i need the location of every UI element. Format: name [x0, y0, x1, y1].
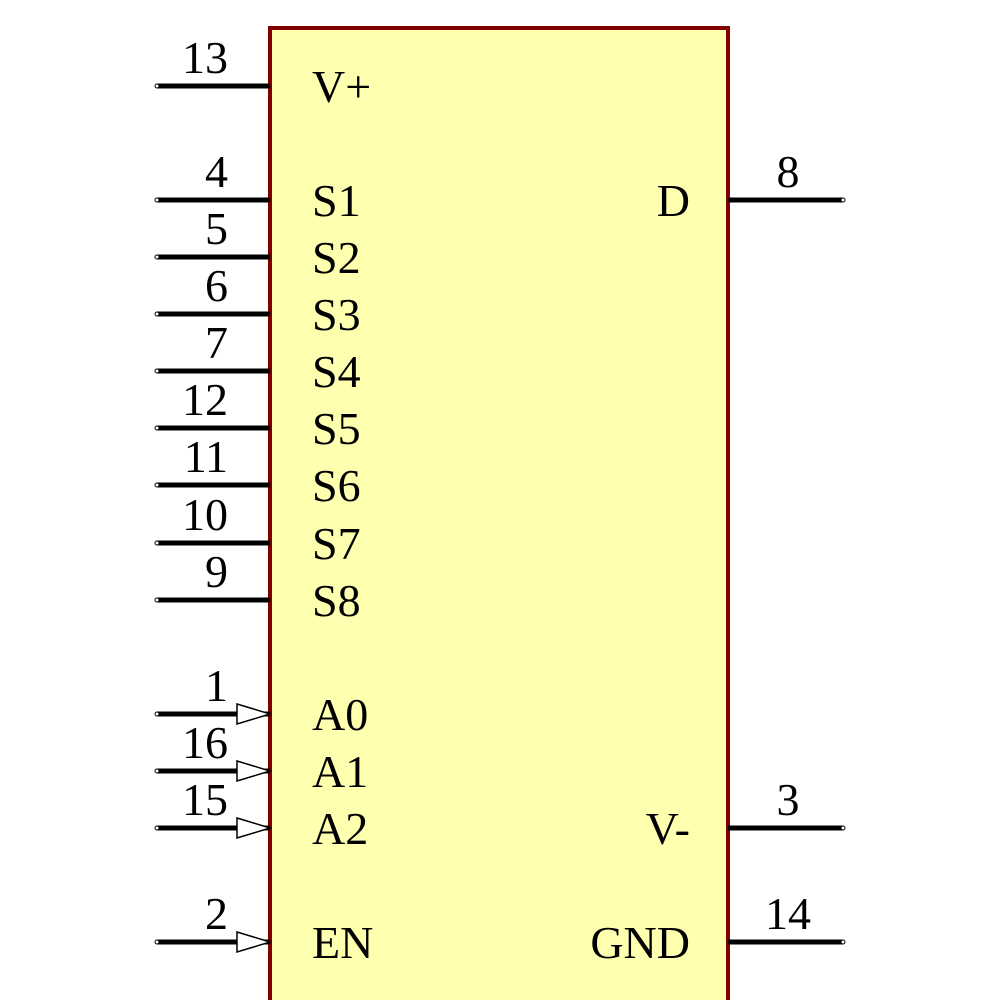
pin-name-s1: S1 — [312, 175, 361, 226]
pin-end-dot — [154, 482, 160, 488]
pin-number: 10 — [182, 489, 228, 540]
pin-name-s8: S8 — [312, 575, 361, 626]
pin-end-dot — [154, 939, 160, 945]
pin-number: 12 — [182, 374, 228, 425]
pin-number: 13 — [182, 32, 228, 83]
pin-name-v: V+ — [312, 61, 371, 112]
pin-number: 1 — [205, 660, 228, 711]
pin-name-s6: S6 — [312, 460, 361, 511]
pin-number: 11 — [184, 431, 228, 482]
pin-name-a0: A0 — [312, 689, 368, 740]
pin-name-s5: S5 — [312, 403, 361, 454]
pin-number: 7 — [205, 317, 228, 368]
pin-end-dot — [154, 368, 160, 374]
pin-number: 9 — [205, 546, 228, 597]
pin-name-s4: S4 — [312, 346, 361, 397]
pin-name-en: EN — [312, 917, 373, 968]
pin-end-dot — [154, 254, 160, 260]
pin-end-dot — [840, 825, 846, 831]
pin-name-d: D — [657, 175, 690, 226]
pin-number: 14 — [765, 888, 811, 939]
pin-number: 8 — [777, 146, 800, 197]
pin-end-dot — [154, 83, 160, 89]
pin-number: 3 — [777, 774, 800, 825]
pin-number: 16 — [182, 717, 228, 768]
input-arrow-icon — [236, 816, 273, 840]
pin-name-a1: A1 — [312, 746, 368, 797]
pin-name-s2: S2 — [312, 232, 361, 283]
pin-number: 6 — [205, 260, 228, 311]
pin-end-dot — [154, 825, 160, 831]
input-arrow-icon — [236, 930, 273, 954]
pin-end-dot — [154, 597, 160, 603]
pin-name-a2: A2 — [312, 803, 368, 854]
pin-number: 4 — [205, 146, 228, 197]
pin-end-dot — [154, 540, 160, 546]
pin-number: 15 — [182, 774, 228, 825]
pin-end-dot — [840, 939, 846, 945]
component-body — [268, 26, 730, 1000]
pin-number: 5 — [205, 203, 228, 254]
pin-end-dot — [154, 768, 160, 774]
pin-end-dot — [154, 311, 160, 317]
pin-name-s7: S7 — [312, 518, 361, 569]
pin-number: 2 — [205, 888, 228, 939]
pin-end-dot — [154, 197, 160, 203]
input-arrow-icon — [236, 759, 273, 783]
pin-end-dot — [154, 425, 160, 431]
pin-end-dot — [840, 197, 846, 203]
pin-name-s3: S3 — [312, 289, 361, 340]
input-arrow-icon — [236, 702, 273, 726]
pin-name-v: V- — [646, 803, 690, 854]
pin-end-dot — [154, 711, 160, 717]
pin-name-gnd: GND — [590, 917, 690, 968]
